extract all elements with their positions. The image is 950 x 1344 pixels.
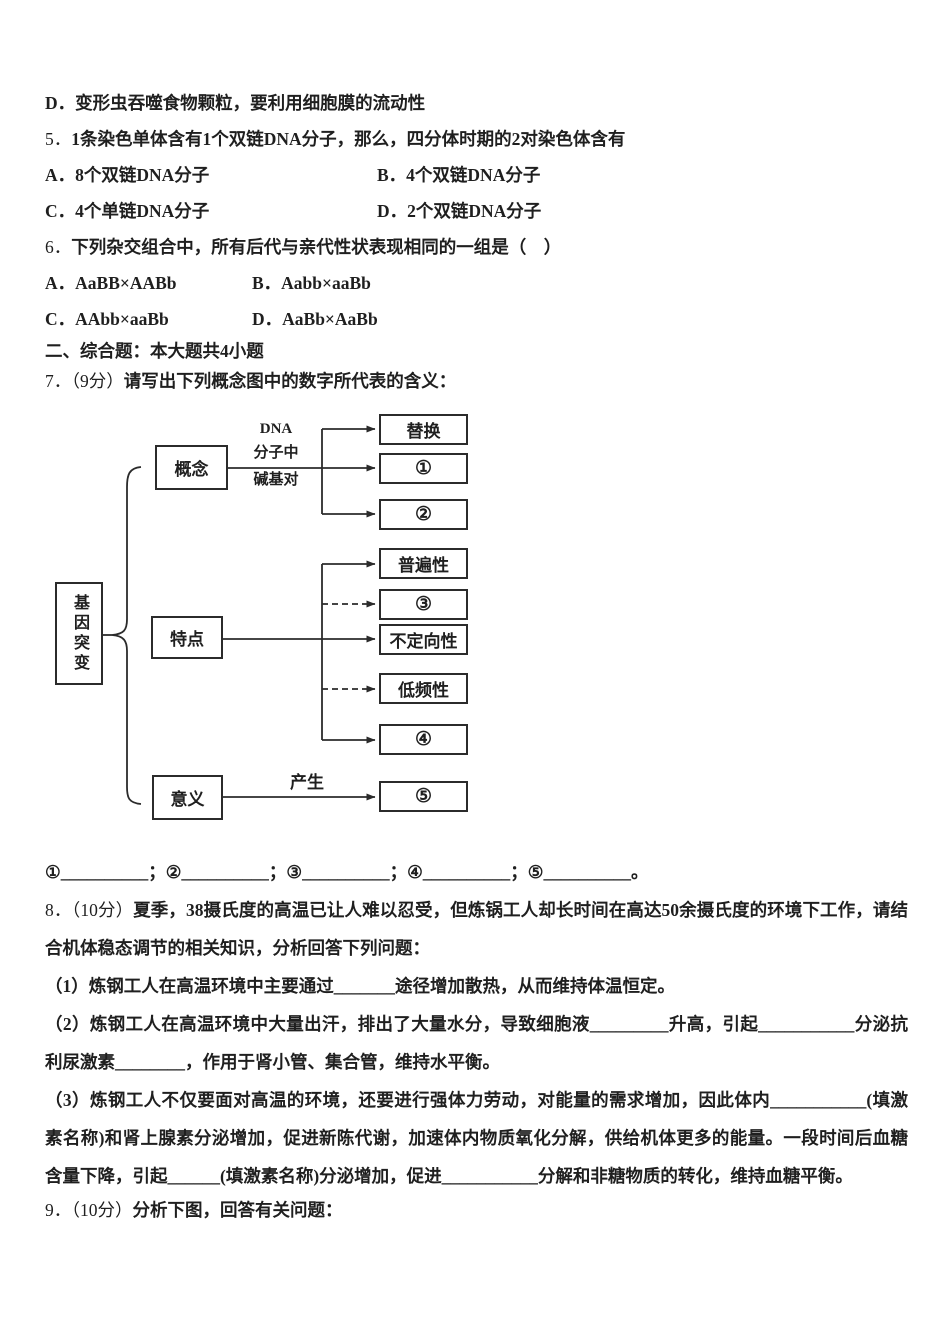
q8-stem-text: 夏季，38摄氏度的高温已让人难以忍受，但炼锅工人却长时间在高达50余摄氏度的环境… [45, 900, 909, 958]
q6-option-b: B．Aabb×aaBb [252, 273, 371, 293]
q6-options-row2: C．AAbb×aaBb D．AaBb×AaBb [45, 309, 908, 329]
diagram-box-substitution: 替换 [379, 414, 468, 445]
q6-option-c: C．AAbb×aaBb [45, 309, 169, 329]
diagram-connectors [103, 425, 376, 805]
diagram-box-blank-3: ③ [379, 589, 468, 620]
diagram-box-meaning: 意义 [152, 775, 223, 820]
q6-stem: 6．下列杂交组合中，所有后代与亲代性状表现相同的一组是（ ） [45, 237, 908, 257]
q9-number: 9． [45, 1200, 72, 1220]
edge-label-dna: DNA [259, 421, 293, 437]
q9-stem-text: 分析下图，回答有关问题： [132, 1200, 343, 1220]
q8-part-2: （2）炼钢工人在高温环境中大量出汗，排出了大量水分，导致细胞液_________… [45, 1014, 908, 1072]
q8-number: 8． [45, 900, 72, 920]
q8-part-1: （1）炼钢工人在高温环境中主要通过_______途径增加散热，从而维持体温恒定。 [45, 976, 675, 996]
q6-options-row1: A．AaBB×AABb B．Aabb×aaBb [45, 273, 908, 293]
diagram-box-blank-2: ② [379, 499, 468, 530]
q7-answer-blanks: ①__________；②__________；③__________；④___… [45, 862, 649, 882]
q6-number: 6． [45, 237, 72, 257]
q7-number: 7． [45, 371, 72, 391]
q5-number: 5． [45, 129, 72, 149]
section-2-header: 二、综合题：本大题共4小题 [45, 341, 264, 361]
q9-points: （10分） [71, 1200, 133, 1220]
diagram-box-non-directional: 不定向性 [379, 624, 468, 655]
diagram-box-blank-5: ⑤ [379, 781, 468, 812]
diagram-box-blank-4: ④ [379, 724, 468, 755]
q5-stem: 5．1条染色单体含有1个双链DNA分子，那么，四分体时期的2对染色体含有 [45, 129, 908, 149]
edge-label-produce: 产生 [290, 773, 324, 792]
q8-points: （10分） [71, 900, 134, 920]
q7-stem: 7．（9分）请写出下列概念图中的数字所代表的含义： [45, 371, 908, 391]
diagram-box-low-frequency: 低频性 [379, 673, 468, 704]
q5-options-row1: A．8个双链DNA分子 B．4个双链DNA分子 [45, 165, 908, 185]
q9-stem: 9．（10分）分析下图，回答有关问题： [45, 1195, 908, 1225]
q6-option-a: A．AaBB×AABb [45, 273, 177, 293]
q5-option-c: C．4个单链DNA分子 [45, 201, 210, 221]
q6-stem-text: 下列杂交组合中，所有后代与亲代性状表现相同的一组是（ ） [71, 237, 562, 257]
q5-option-d: D．2个双链DNA分子 [377, 201, 542, 221]
q7-stem-text: 请写出下列概念图中的数字所代表的含义： [123, 371, 457, 391]
q7-points: （9分） [71, 371, 124, 391]
diagram-box-concept: 概念 [155, 445, 228, 490]
q8-stem: 8．（10分）夏季，38摄氏度的高温已让人难以忍受，但炼锅工人却长时间在高达50… [45, 891, 908, 967]
concept-diagram: DNA 分子中 碱基对 产生 基因突变 概念 特点 意义 替换 ① ② 普遍性 … [45, 407, 908, 847]
diagram-box-features: 特点 [151, 616, 223, 659]
q8-block: 8．（10分）夏季，38摄氏度的高温已让人难以忍受，但炼锅工人却长时间在高达50… [45, 891, 908, 1195]
q5-option-a: A．8个双链DNA分子 [45, 165, 210, 185]
edge-label-molecule: 分子中 [253, 445, 299, 461]
edge-label-basepair: 碱基对 [253, 472, 299, 488]
q8-part-3: （3）炼钢工人不仅要面对高温的环境，还要进行强体力劳动，对能量的需求增加，因此体… [45, 1090, 908, 1186]
diagram-box-gene-mutation: 基因突变 [55, 582, 103, 685]
q6-option-d: D．AaBb×AaBb [252, 309, 378, 329]
q5-option-b: B．4个双链DNA分子 [377, 165, 541, 185]
q5-options-row2: C．4个单链DNA分子 D．2个双链DNA分子 [45, 201, 908, 221]
q5-stem-text: 1条染色单体含有1个双链DNA分子，那么，四分体时期的2对染色体含有 [71, 129, 626, 149]
diagram-box-universality: 普遍性 [379, 548, 468, 579]
diagram-box-blank-1: ① [379, 453, 468, 484]
q4-option-d: D．变形虫吞噬食物颗粒，要利用细胞膜的流动性 [45, 93, 426, 113]
